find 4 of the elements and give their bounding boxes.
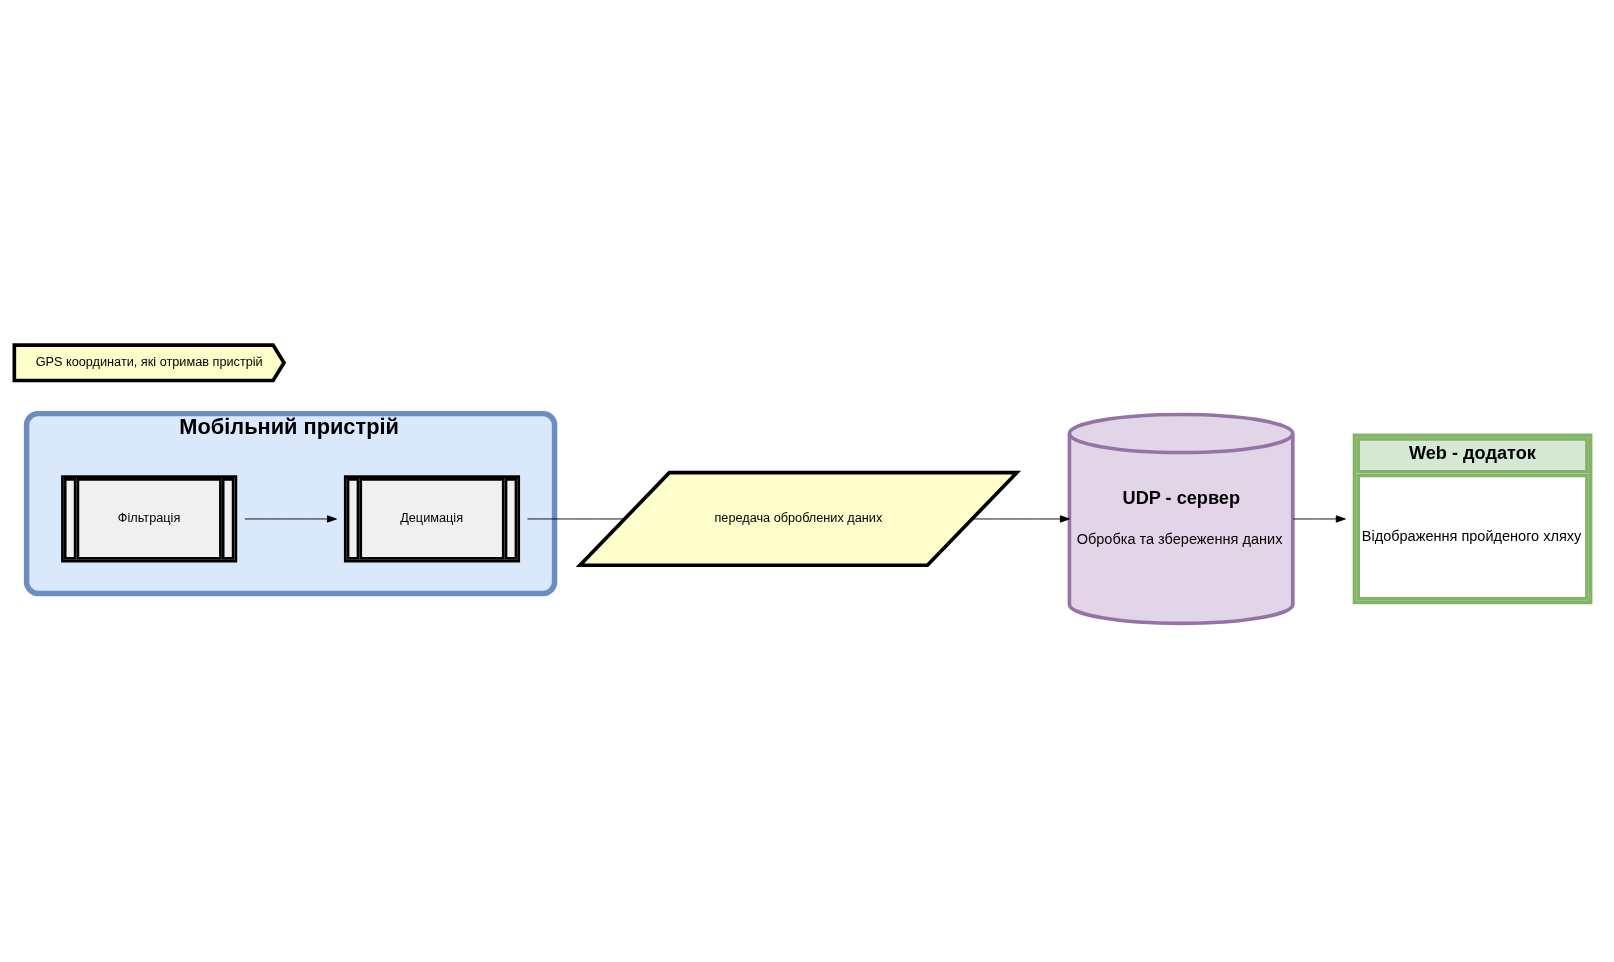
arrow xyxy=(244,514,337,523)
connector xyxy=(527,518,625,519)
arrow xyxy=(1292,514,1346,523)
arrow xyxy=(971,514,1070,523)
